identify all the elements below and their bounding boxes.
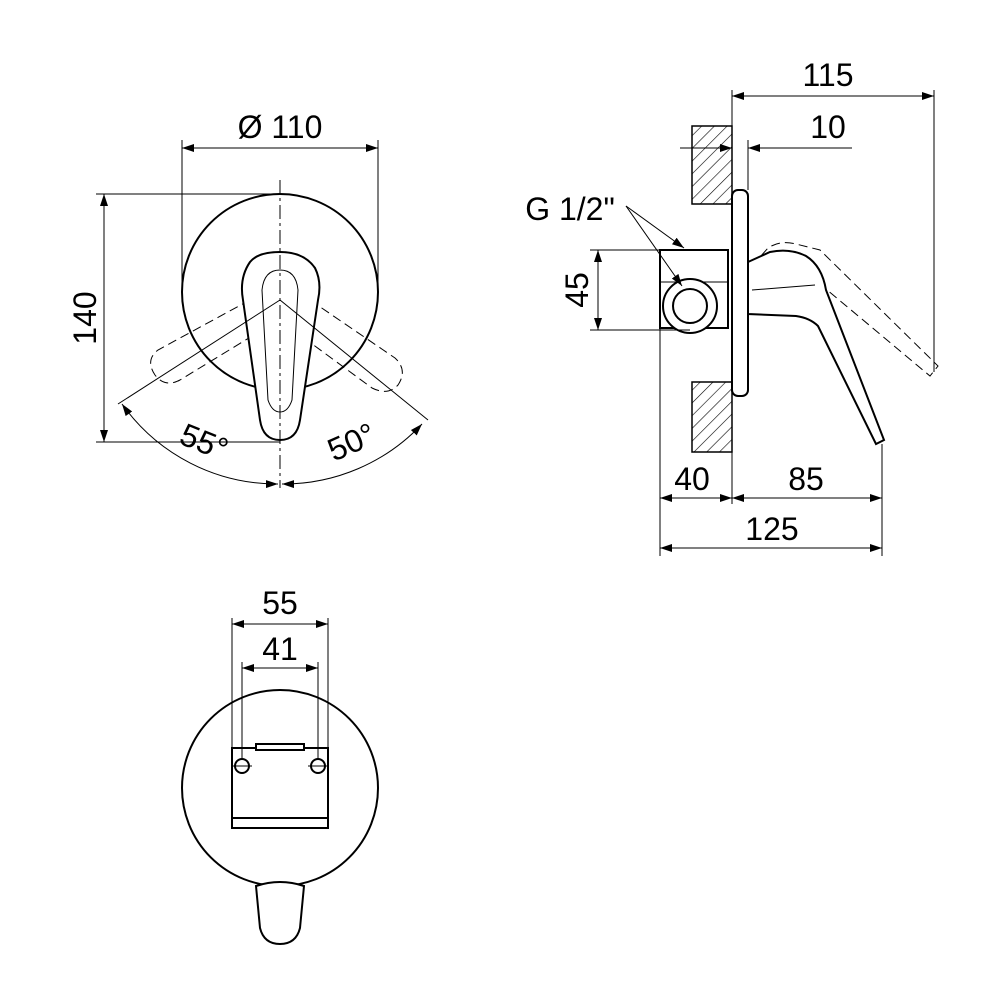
angle-right-arc [281,423,423,489]
angle-right-ext [279,299,429,421]
wall-section-bottom [691,381,733,453]
front-lever [240,250,321,442]
angle-left-arc [121,403,279,489]
dim-height-label: 140 [67,291,103,344]
dim-hole-spacing-label: 41 [262,631,298,667]
thread-label: G 1/2" [525,191,615,227]
thread-leader-b [625,205,683,287]
dim-total-depth-label: 115 [802,57,853,93]
back-view: 55 41 [181,585,379,946]
side-rosette-plate [731,189,749,397]
side-lever-upper-position [751,242,939,377]
side-lever-detail [751,284,816,291]
dim-wall-depth-label: 40 [674,461,710,497]
dim-projection-label: 85 [788,461,824,497]
back-lever [254,881,306,946]
side-view: G 1/2" 115 10 45 40 85 125 [525,57,939,556]
dim-diameter-label: Ø 110 [238,109,323,145]
angle-left-ext [117,299,281,405]
dim-outer-width-label: 55 [262,585,298,621]
dim-plate-label: 10 [810,109,846,145]
thread-leader-a [625,205,685,249]
lever-left-position [150,299,263,384]
side-lever [747,249,886,446]
angle-right-label: 50° [322,416,381,469]
front-view: Ø 110 140 55° 50° [67,109,429,489]
dim-overall-label: 125 [745,511,798,547]
inlet-outer [662,278,718,334]
dim-body-height-label: 45 [559,272,595,308]
bracket-tab [255,743,305,751]
lever-right-position [299,299,403,392]
wall-section-top [691,125,733,205]
inlet-inner [672,288,708,324]
